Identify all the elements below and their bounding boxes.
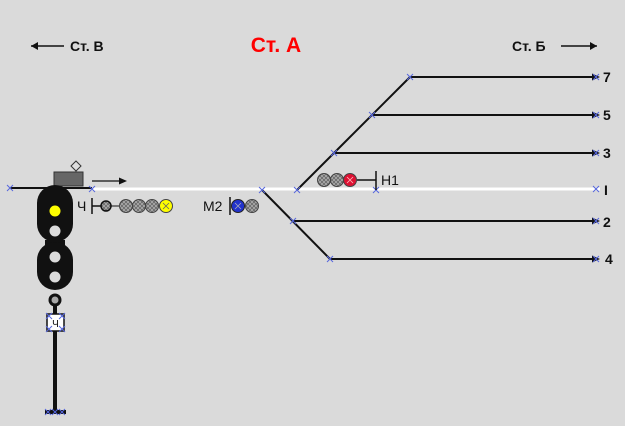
left-direction-label: Ст. В [70, 38, 104, 54]
train-direction-arrow [92, 177, 127, 185]
signal-lamp-yellow [49, 205, 61, 217]
signal-lamp [49, 251, 61, 263]
track-label-4: 4 [605, 251, 613, 267]
locomotive-icon[interactable] [53, 160, 84, 187]
arrow-left-icon [31, 42, 38, 50]
signal-m2[interactable] [229, 197, 259, 215]
signal-lamp [330, 173, 344, 187]
signal-lamp [245, 199, 259, 213]
track-label-2: 2 [603, 214, 611, 230]
signal-lamp [100, 200, 112, 212]
mast-plate-label: Ч [52, 319, 59, 330]
signal-lamp [132, 199, 146, 213]
station-title: Ст. А [251, 34, 301, 57]
signal-ch[interactable] [91, 198, 173, 214]
signal-n1[interactable] [317, 171, 377, 190]
track-label-7: 7 [603, 69, 611, 85]
signal-lamp [49, 271, 61, 283]
signal-lamp [317, 173, 331, 187]
arrow-right-icon [119, 177, 127, 185]
signal-head-lower [37, 242, 73, 290]
arrow-right-icon [590, 42, 597, 50]
lower-ladder[interactable] [261, 189, 331, 260]
track-label-I: I [604, 182, 608, 198]
signal-n1-label: Н1 [381, 172, 399, 188]
track-label-3: 3 [603, 145, 611, 161]
signal-lamp [145, 199, 159, 213]
right-direction[interactable]: Ст. Б [512, 38, 597, 54]
mast-signal[interactable]: Ч [37, 185, 73, 416]
right-direction-label: Ст. Б [512, 38, 546, 54]
left-direction[interactable]: Ст. В [31, 38, 104, 54]
signal-lamp [49, 225, 61, 237]
signal-ch-label: Ч [77, 198, 86, 214]
upper-ladder[interactable] [296, 76, 411, 191]
track-label-5: 5 [603, 107, 611, 123]
signal-m2-label: М2 [203, 198, 223, 214]
signal-lamp [119, 199, 133, 213]
